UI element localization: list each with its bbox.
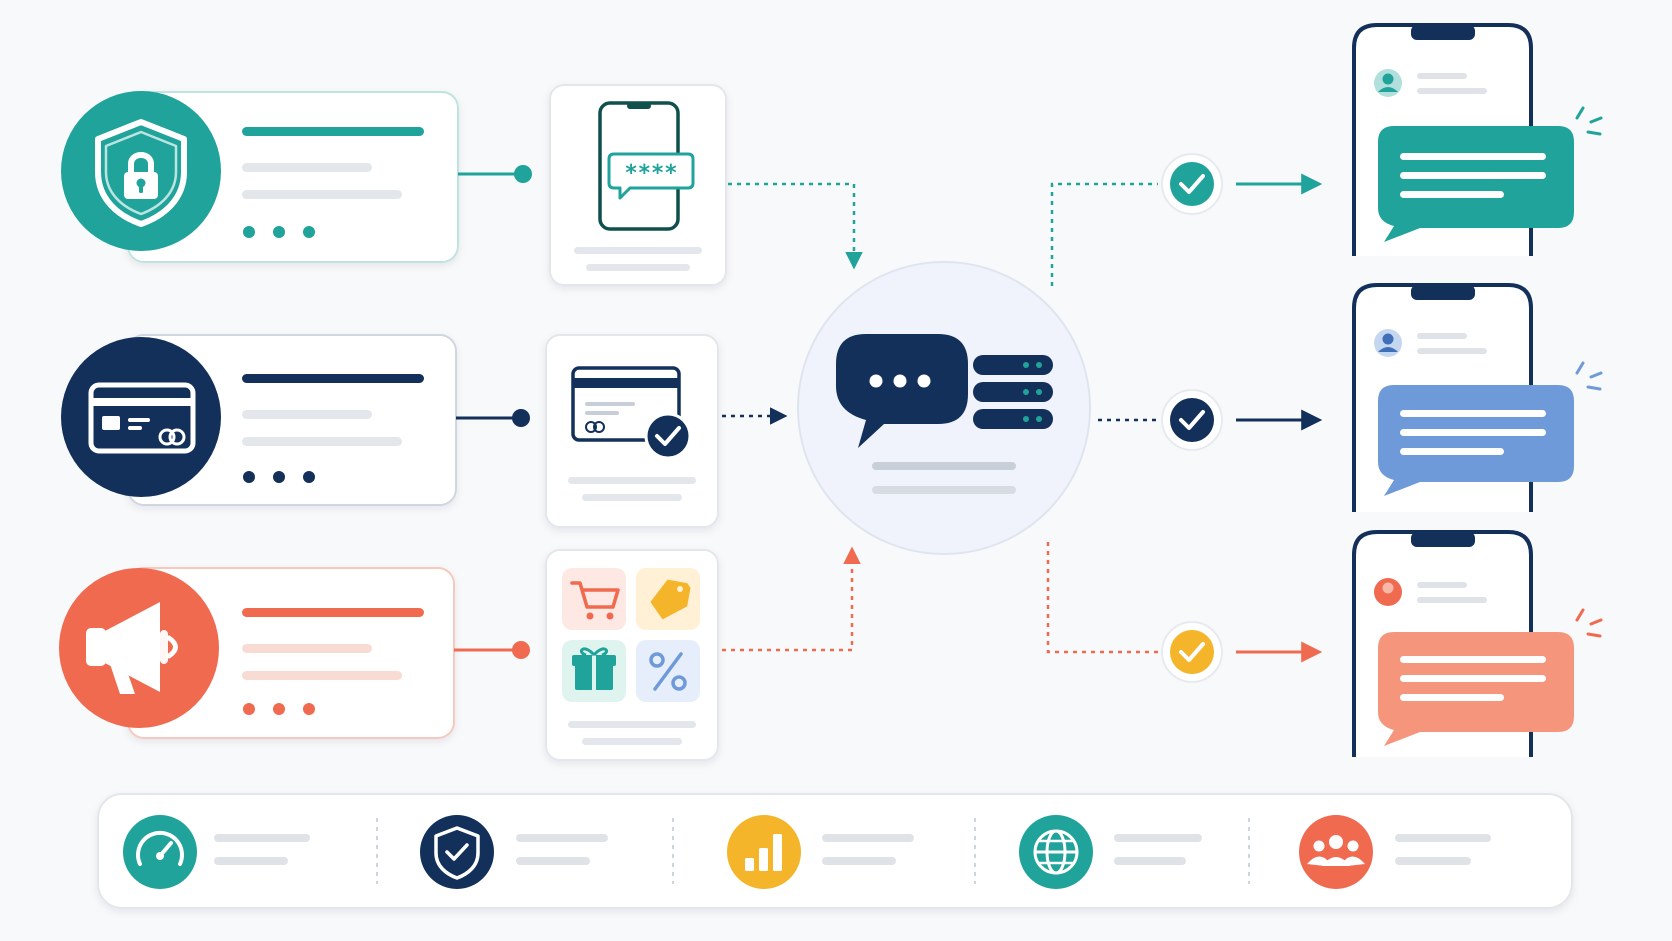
- notification-spark-icon: [1575, 361, 1603, 391]
- path-hub-to-check-1: [1050, 182, 1158, 286]
- message-bubble-3: [1378, 632, 1574, 746]
- globe-icon: [1019, 815, 1093, 889]
- connector-node-payment: [512, 409, 530, 427]
- flow-card-payment: [61, 334, 457, 506]
- path-hub-to-check-3: [1046, 542, 1158, 654]
- avatar: [1374, 578, 1402, 606]
- connector-node-marketing: [512, 641, 530, 659]
- card-verified-icon: [571, 366, 692, 460]
- feature-global: [1019, 815, 1202, 889]
- feature-speed: [123, 815, 310, 889]
- check-icon: [1161, 389, 1223, 451]
- arrow-otp-to-hub: [728, 182, 863, 270]
- phone-preview-1: [1352, 23, 1603, 256]
- megaphone-icon: [59, 568, 219, 728]
- otp-mask-text: ****: [625, 161, 678, 186]
- users-icon: [1299, 815, 1373, 889]
- arrow-offers-to-hub: [722, 546, 861, 652]
- notification-spark-icon: [1575, 608, 1603, 638]
- bar-chart-icon: [727, 815, 801, 889]
- cart-icon: [562, 568, 626, 630]
- feature-analytics: [727, 815, 914, 889]
- speedometer-icon: [123, 815, 197, 889]
- offers-card: [545, 549, 719, 761]
- notification-spark-icon: [1575, 106, 1603, 136]
- phone-preview-3: [1352, 530, 1603, 757]
- otp-card: ****: [549, 84, 727, 286]
- phone-preview-2: [1352, 283, 1603, 512]
- flow-card-security: [61, 91, 459, 263]
- payment-verified-card: [545, 334, 719, 528]
- shield-lock-icon: [61, 91, 221, 251]
- gift-icon: [562, 640, 626, 702]
- connector-node-security: [514, 165, 532, 183]
- message-bubble-1: [1378, 126, 1574, 242]
- feature-bar: [97, 793, 1573, 909]
- feature-audience: [1299, 815, 1491, 889]
- shield-check-icon: [420, 815, 494, 889]
- message-bubble-2: [1378, 385, 1574, 496]
- percent-icon: [636, 640, 700, 702]
- avatar: [1374, 69, 1402, 97]
- avatar: [1374, 329, 1402, 357]
- phone-otp-icon: ****: [598, 101, 695, 231]
- check-icon: [1161, 153, 1223, 215]
- check-icon: [1161, 621, 1223, 683]
- credit-card-icon: [61, 337, 221, 497]
- price-tag-icon: [636, 568, 700, 630]
- server-stack-icon: [973, 355, 1053, 429]
- feature-security: [420, 815, 608, 889]
- chat-bubble-icon: [836, 334, 968, 448]
- flow-card-marketing: [59, 567, 455, 739]
- messaging-hub: [797, 261, 1091, 555]
